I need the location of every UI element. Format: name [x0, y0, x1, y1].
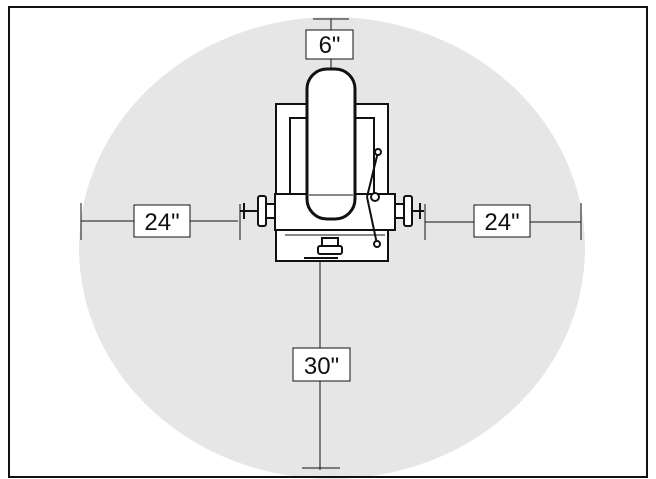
right-handwheel: [403, 195, 413, 227]
right-dimension-value: 24": [484, 209, 519, 236]
right-handwheel-hub: [394, 203, 405, 219]
front-handwheel-hub: [321, 237, 339, 247]
right-dimension-label: 24": [473, 204, 531, 238]
left-handwheel-hub: [265, 203, 276, 219]
machine-head: [305, 67, 357, 221]
top-dimension-value: 6": [319, 32, 341, 59]
bottom-dimension-value: 30": [304, 353, 339, 380]
left-dimension-label: 24": [133, 204, 191, 238]
front-handwheel: [317, 245, 343, 255]
top-dimension-label: 6": [305, 29, 354, 60]
quill-lever-hub: [370, 192, 380, 202]
machine-top-view: [240, 67, 424, 262]
left-dimension-value: 24": [144, 209, 179, 236]
bottom-dimension-label: 30": [292, 347, 351, 382]
left-handwheel: [257, 195, 267, 227]
